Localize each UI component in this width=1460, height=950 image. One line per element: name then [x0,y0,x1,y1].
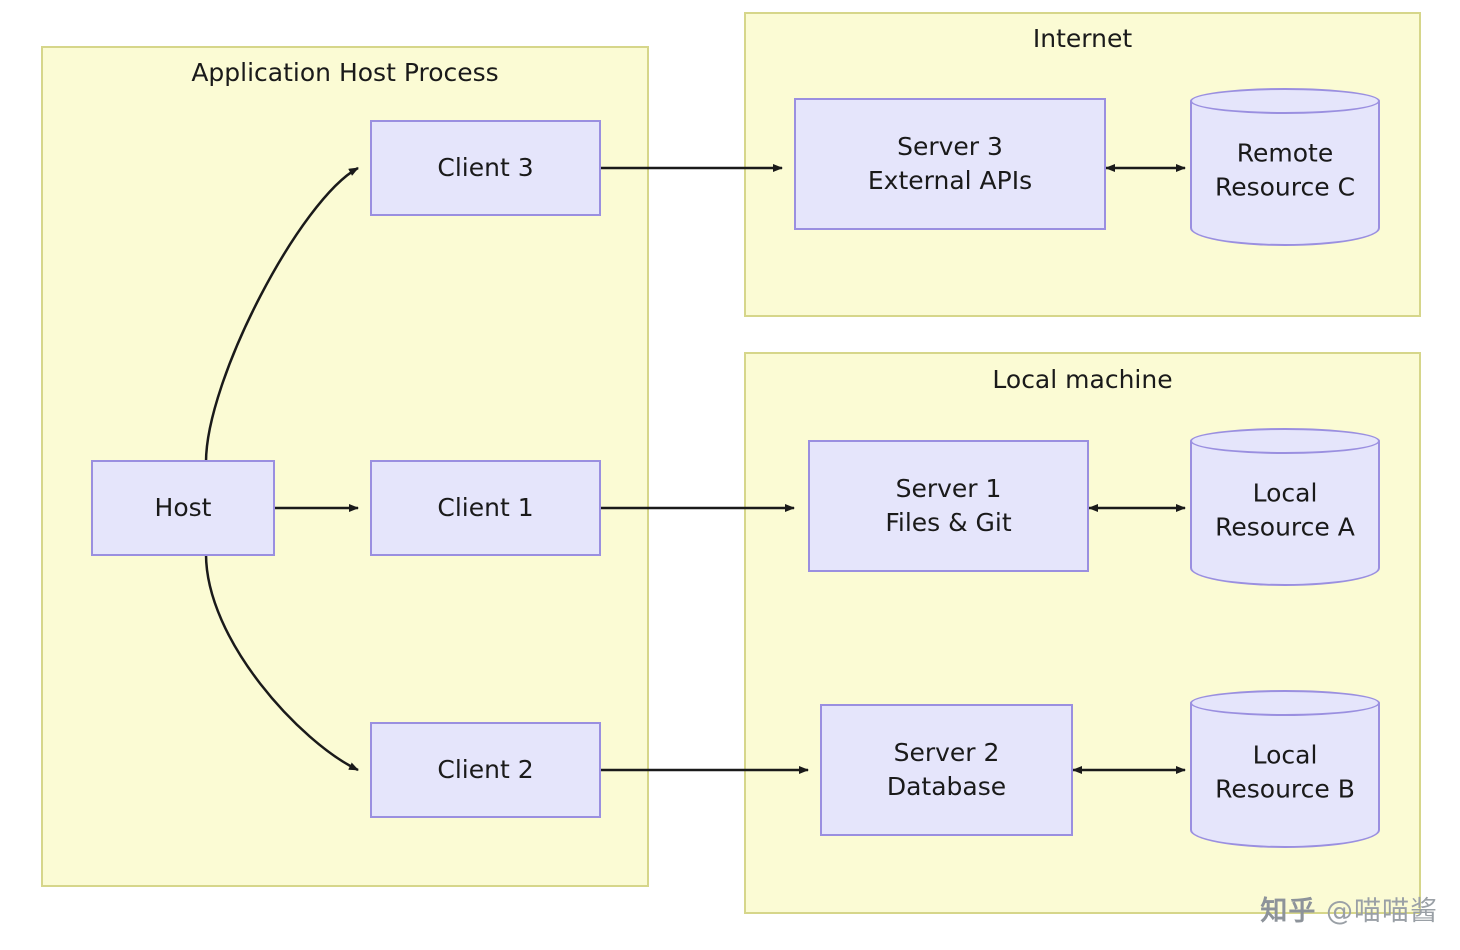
node-remote-resource-c-line2: Resource C [1214,172,1356,202]
node-remote-resource-c[interactable]: Remote Resource C [1190,88,1380,246]
node-server-3-line2: External APIs [867,166,1033,195]
node-local-resource-b-line2: Resource B [1215,774,1355,804]
watermark: 知乎 @喵喵酱 [1260,889,1438,928]
node-server-3[interactable]: Server 3 External APIs [794,98,1106,230]
node-local-resource-a[interactable]: Local Resource A [1190,428,1380,586]
node-local-resource-a-line2: Resource A [1215,512,1355,542]
node-remote-resource-c-line1: Remote [1236,138,1334,168]
cylinder-top [1190,428,1380,454]
node-local-resource-b-label: Local Resource B [1190,739,1380,807]
node-server-3-line1: Server 3 [897,132,1003,162]
node-host[interactable]: Host [91,460,275,556]
watermark-logo: 知乎 [1260,896,1317,927]
node-server-1-line1: Server 1 [895,474,1002,504]
cylinder-top [1190,88,1380,114]
group-title-local-machine: Local machine [992,365,1173,394]
group-title-application-host-process: Application Host Process [191,58,499,87]
group-title-internet: Internet [1032,24,1133,53]
node-client-2-label: Client 2 [437,755,534,785]
node-local-resource-a-line1: Local [1252,478,1318,508]
watermark-handle: @喵喵酱 [1326,896,1438,927]
node-server-1-line2: Files & Git [885,508,1012,537]
node-client-3[interactable]: Client 3 [370,120,601,216]
node-server-1[interactable]: Server 1 Files & Git [808,440,1089,572]
node-server-2[interactable]: Server 2 Database [820,704,1073,836]
node-server-2-line1: Server 2 [893,738,1000,768]
node-host-label: Host [154,493,212,523]
node-client-2[interactable]: Client 2 [370,722,601,818]
node-remote-resource-c-label: Remote Resource C [1190,137,1380,205]
node-server-2-line2: Database [886,772,1007,801]
node-client-1[interactable]: Client 1 [370,460,601,556]
cylinder-top [1190,690,1380,716]
node-client-3-label: Client 3 [437,153,534,183]
node-local-resource-b-line1: Local [1252,740,1318,770]
node-local-resource-a-label: Local Resource A [1190,477,1380,545]
cylinder-body [1190,101,1380,246]
node-local-resource-b[interactable]: Local Resource B [1190,690,1380,848]
cylinder-body [1190,703,1380,848]
cylinder-body [1190,441,1380,586]
node-client-1-label: Client 1 [437,493,534,523]
